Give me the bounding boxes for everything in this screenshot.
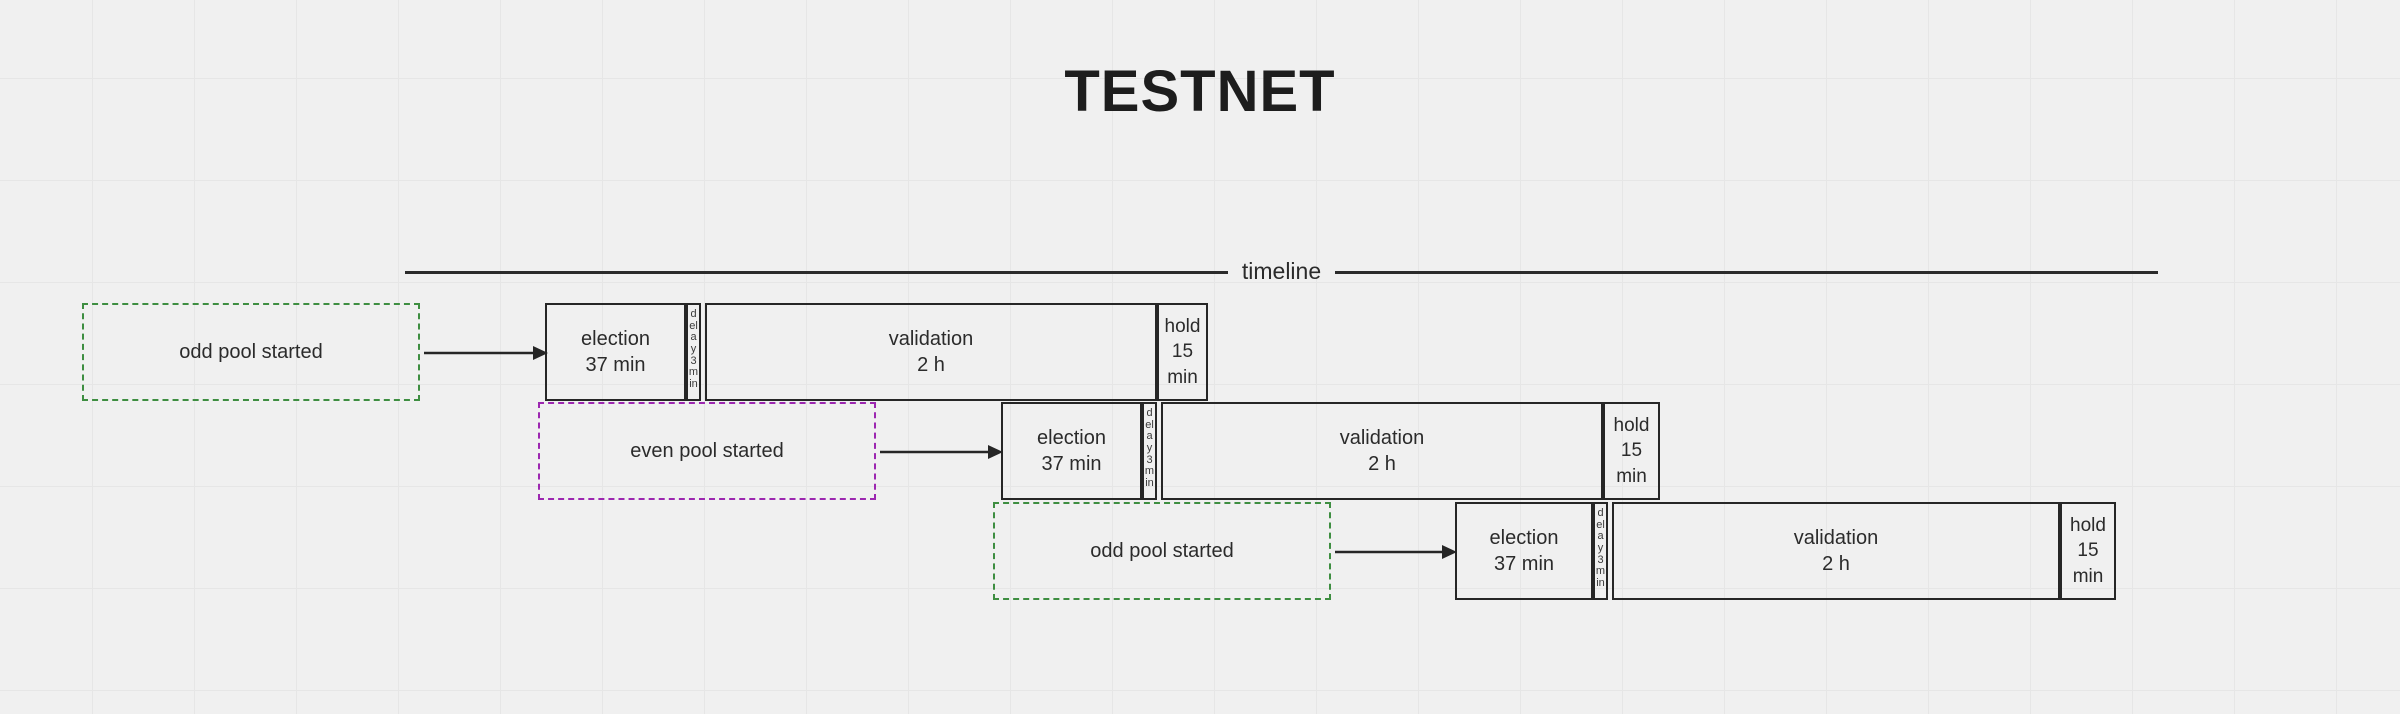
arrow-event-2-to-election-2 [880, 441, 1003, 463]
phase-title: validation [1339, 426, 1425, 449]
phase-box-validation-row-3[interactable]: validation 2 h [1612, 502, 2060, 600]
phase-title: hold [2070, 515, 2106, 537]
phase-box-election-row-3[interactable]: election 37 min [1455, 502, 1593, 600]
phase-title: election [581, 327, 650, 350]
event-label: odd pool started [179, 340, 323, 363]
phase-duration: 37 min [1041, 453, 1102, 475]
page-title: TESTNET [1064, 59, 1336, 124]
phase-title: hold [1613, 415, 1650, 437]
phase-title: validation [888, 327, 974, 350]
phase-duration-value: 15 [1620, 440, 1643, 462]
phase-box-validation-row-2[interactable]: validation 2 h [1161, 402, 1603, 500]
phase-box-hold-row-1[interactable]: hold 15 min [1157, 303, 1208, 401]
phase-duration: 2 h [917, 354, 945, 376]
timeline-rule-left [405, 270, 1228, 274]
event-label: odd pool started [1090, 539, 1234, 562]
phase-box-hold-row-3[interactable]: hold 15 min [2060, 502, 2116, 600]
phase-title: election [1489, 526, 1559, 549]
timeline-axis-label: timeline [1241, 257, 1322, 284]
event-box-odd-pool-started-1[interactable]: odd pool started [82, 303, 420, 401]
phase-box-delay-row-2[interactable]: delay 3 min [1142, 402, 1157, 500]
arrow-event-1-to-election-1 [424, 342, 548, 364]
phase-box-election-row-1[interactable]: election 37 min [545, 303, 686, 401]
event-box-odd-pool-started-2[interactable]: odd pool started [993, 502, 1331, 600]
phase-duration-unit: min [1616, 465, 1647, 487]
phase-duration-unit: min [1167, 366, 1198, 388]
phase-box-delay-row-3[interactable]: delay 3 min [1593, 502, 1608, 600]
phase-duration: 37 min [585, 354, 646, 376]
phase-box-election-row-2[interactable]: election 37 min [1001, 402, 1142, 500]
phase-title: election [1037, 426, 1106, 449]
phase-duration-value: 15 [2077, 540, 2099, 562]
phase-box-delay-row-1[interactable]: delay 3 min [686, 303, 701, 401]
phase-title: delay 3 min [688, 308, 699, 390]
phase-title: validation [1793, 526, 1879, 549]
phase-duration: 2 h [1822, 553, 1850, 575]
phase-title: delay 3 min [1144, 407, 1155, 489]
timeline-axis: timeline [405, 257, 2159, 286]
phase-duration-value: 15 [1171, 341, 1194, 363]
timeline-rule-right [1335, 270, 2159, 274]
event-box-even-pool-started[interactable]: even pool started [538, 402, 876, 500]
phase-title: hold [1164, 316, 1201, 338]
phase-duration-unit: min [2072, 565, 2104, 587]
phase-box-validation-row-1[interactable]: validation 2 h [705, 303, 1157, 401]
phase-duration: 37 min [1493, 553, 1555, 575]
event-label: even pool started [630, 439, 784, 462]
phase-duration: 2 h [1368, 453, 1396, 475]
phase-box-hold-row-2[interactable]: hold 15 min [1603, 402, 1660, 500]
phase-title: delay 3 min [1595, 507, 1606, 589]
arrow-event-3-to-election-3 [1335, 541, 1457, 563]
